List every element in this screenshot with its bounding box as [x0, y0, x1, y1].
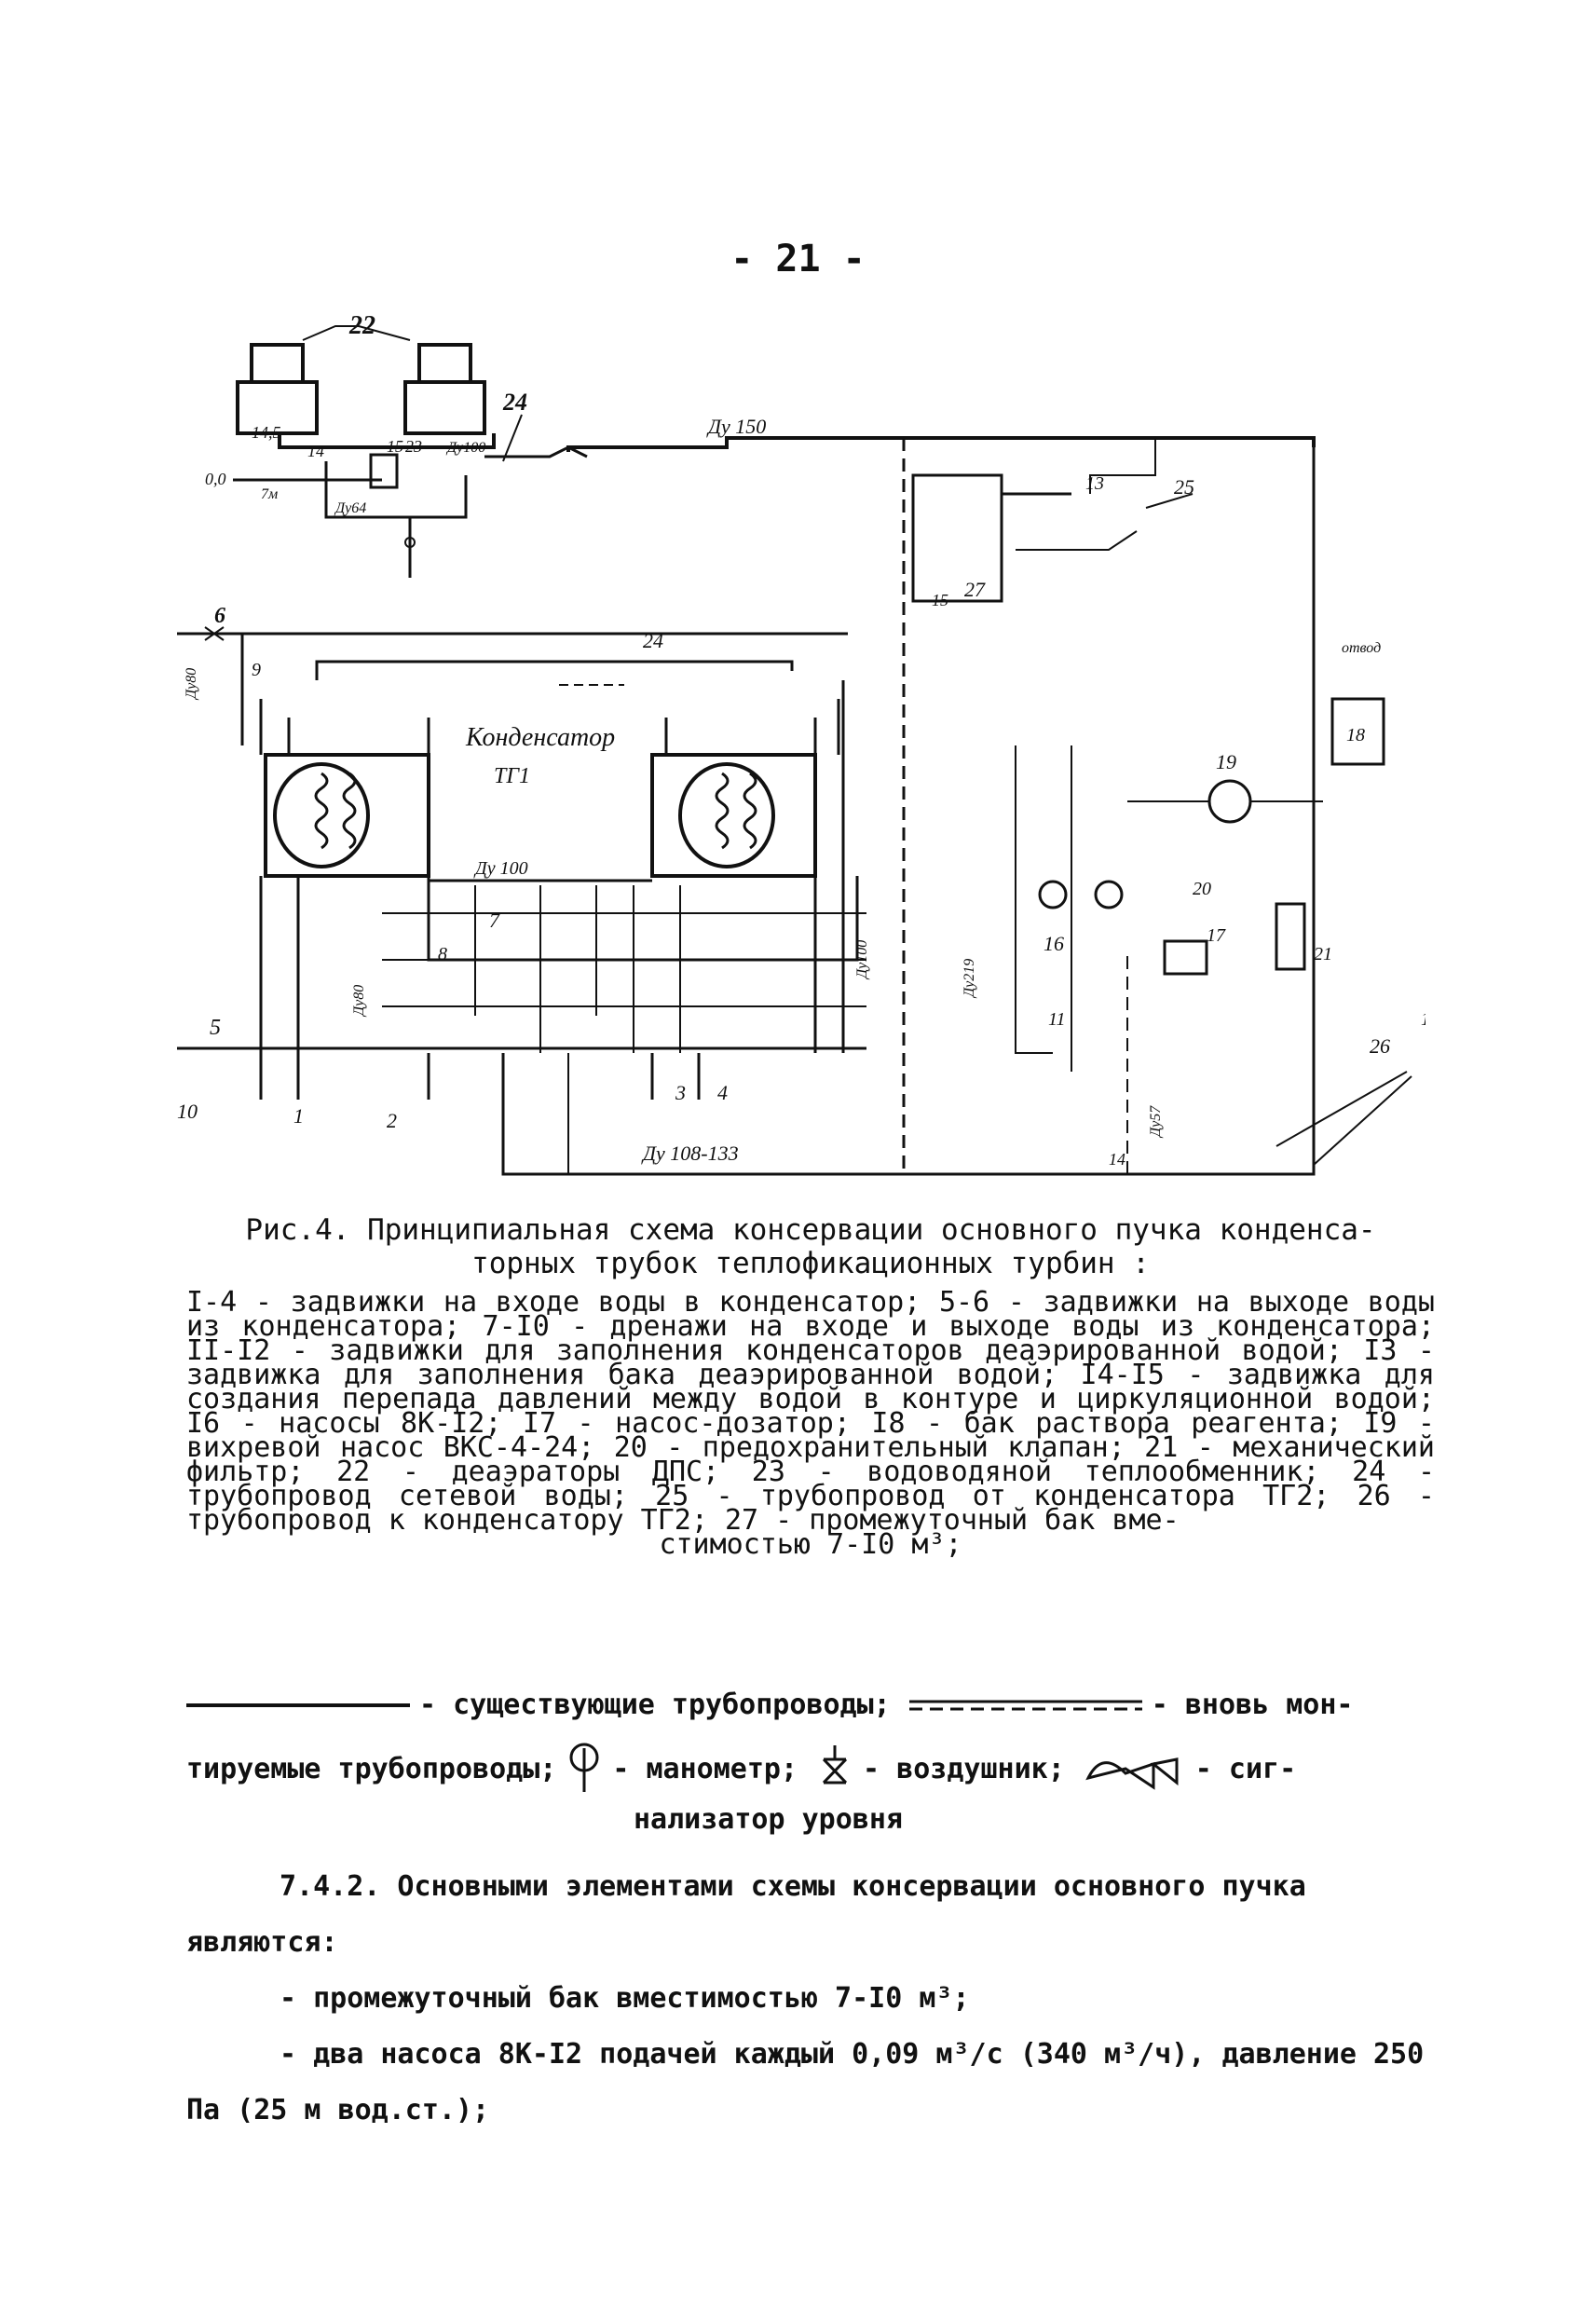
label-valve-15: 15 — [387, 437, 403, 456]
level-alarm-suffix-row: нализатор уровня — [634, 1803, 903, 1836]
label-valve-4: 4 — [717, 1081, 728, 1104]
label-valve-1: 1 — [293, 1104, 304, 1128]
label-pump-16: 16 — [1044, 932, 1064, 955]
label-valve-6: 6 — [214, 604, 225, 628]
label-du64: Ду64 — [334, 500, 366, 516]
intermediate-tank — [911, 473, 1003, 603]
legend-level-prefix: - сиг- — [1194, 1752, 1297, 1785]
label-valve-23: 23 — [405, 437, 422, 456]
solid-line-symbol — [186, 1702, 410, 1707]
label-du108: Ду 108-133 — [641, 1142, 739, 1165]
caption-line-1: Рис.4. Принципиальная схема консервации … — [245, 1213, 1376, 1247]
label-otvod: отвод — [1342, 640, 1381, 656]
label-tank-27: 27 — [964, 578, 986, 601]
label-pump-19: 19 — [1216, 750, 1236, 773]
section-paragraph: 7.4.2. Основными элементами схемы консер… — [186, 1870, 1306, 1959]
legend-tail: стимостью 7-I0 м³; — [659, 1528, 962, 1561]
conservation-schematic: 22 24 Ду 150 14,5 14 15 23 Ду100 0,0 7м … — [177, 311, 1425, 1176]
condenser-right — [650, 753, 817, 878]
label-valve-5: 5 — [210, 1016, 221, 1040]
label-7m: 7м — [261, 486, 278, 502]
page-number: - 21 - — [730, 238, 866, 280]
label-du80: Ду80 — [184, 668, 199, 701]
figure-legend: I-4 - задвижки на входе воды в конденсат… — [186, 1289, 1435, 1561]
mechanical-filter — [1275, 902, 1306, 971]
label-valve-15b: 15 — [932, 591, 948, 609]
deaerator-left — [236, 343, 319, 435]
label-valve-10: 10 — [177, 1100, 198, 1123]
label-pump-17: 17 — [1207, 925, 1226, 946]
legend-new-suffix: тируемые трубопроводы; — [186, 1752, 557, 1785]
label-valve-20: 20 — [1193, 879, 1211, 899]
air-vent-symbol — [822, 1745, 848, 1785]
label-pipe-24: 24 — [643, 629, 663, 652]
line-legend-row: - существующие трубопроводы; - вновь мон… — [186, 1689, 1435, 1721]
list-item-pumps: - два насоса 8К-I2 подачей каждый 0,09 м… — [186, 2038, 1425, 2126]
legend-level-suffix: нализатор уровня — [634, 1803, 903, 1836]
legend-body: I-4 - задвижки на входе воды в конденсат… — [186, 1286, 1435, 1537]
reagent-tank — [1330, 697, 1385, 766]
legend-air-vent: - воздушник; — [863, 1752, 1065, 1785]
label-valve-13: 13 — [1085, 473, 1104, 494]
label-valve-11: 11 — [1048, 1009, 1066, 1030]
dosing-pump — [1163, 939, 1208, 976]
label-condenser: Конденсатор — [465, 723, 615, 752]
legend-manometer: - манометр; — [612, 1752, 798, 1785]
label-valve-9: 9 — [252, 660, 261, 680]
label-pipe-25: 25 — [1174, 475, 1194, 499]
label-du219: Ду219 — [962, 959, 977, 999]
label-level-0: 0,0 — [205, 470, 226, 488]
dashed-line-symbol — [908, 1700, 1142, 1710]
label-condenser-tg: ТГ1 — [494, 764, 530, 788]
label-valve-14: 14 — [307, 442, 324, 460]
label-pipe-26: 26 — [1370, 1034, 1390, 1058]
list-item-tank: - промежуточный бак вместимостью 7-I0 м³… — [280, 1982, 970, 2015]
label-du100-v: Ду100 — [854, 940, 870, 980]
symbol-legend-row: тируемые трубопроводы; - манометр; - воз… — [186, 1741, 1435, 1797]
deaerator-right — [403, 343, 486, 435]
label-valve-7: 7 — [489, 909, 500, 932]
label-deaerators: 22 — [348, 311, 375, 340]
label-du80-v: Ду80 — [351, 985, 367, 1018]
label-filter-21: 21 — [1314, 944, 1332, 964]
legend-existing: - существующие трубопроводы; — [419, 1689, 891, 1721]
label-valve-14b: 14 — [1109, 1150, 1125, 1169]
label-valve-12: 12 — [1421, 1009, 1425, 1030]
label-pipe-24-top: 24 — [502, 389, 527, 416]
label-du150-main: Ду 150 — [706, 415, 766, 438]
label-du57: Ду57 — [1148, 1105, 1164, 1139]
manometer-symbol — [569, 1743, 599, 1792]
label-valve-8: 8 — [438, 944, 447, 964]
label-valve-3: 3 — [675, 1081, 686, 1104]
label-du100: Ду 100 — [473, 858, 528, 879]
condenser-left — [264, 753, 430, 878]
label-du100-top: Ду100 — [445, 440, 485, 456]
figure-caption: Рис.4. Принципиальная схема консервации … — [191, 1213, 1430, 1280]
label-valve-2: 2 — [387, 1109, 397, 1132]
label-tank-18: 18 — [1346, 725, 1365, 745]
label-valve-14-5: 14,5 — [252, 423, 281, 442]
level-alarm-symbol — [1084, 1757, 1179, 1790]
legend-new-prefix: - вновь мон- — [1151, 1689, 1354, 1721]
caption-line-2: торных трубок теплофикационных турбин : — [471, 1247, 1150, 1280]
